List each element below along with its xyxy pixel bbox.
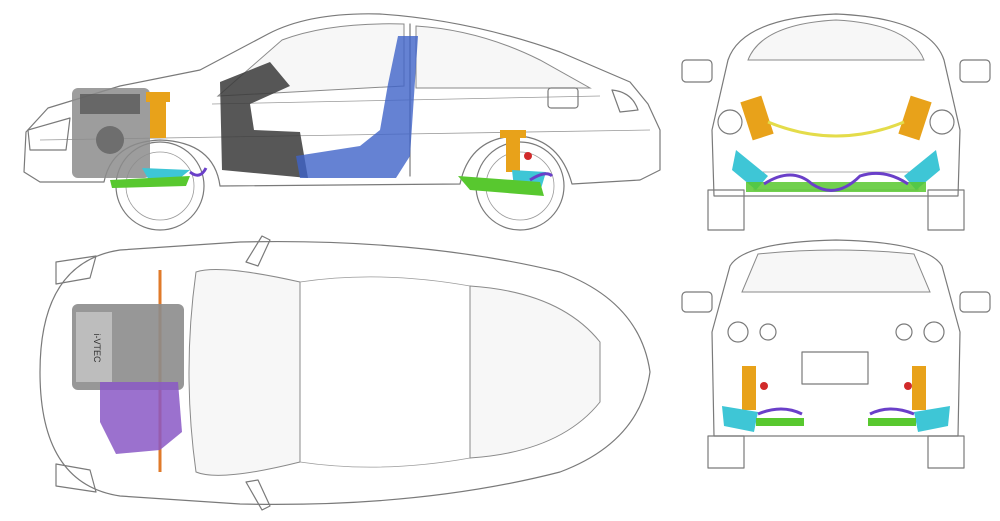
rear-suspension-icon <box>458 130 554 196</box>
engine-icon: i-VTEC <box>72 304 184 390</box>
car-top-view-icon: i-VTEC <box>39 235 651 511</box>
interior-panel <box>220 62 308 178</box>
side-view <box>0 0 672 232</box>
car-side-view-icon <box>23 13 661 231</box>
front-view <box>672 0 1000 236</box>
car-rear-view-icon <box>681 239 991 469</box>
front-suspension-icon <box>732 95 940 192</box>
transmission-icon <box>100 382 182 454</box>
rear-suspension-icon <box>722 366 950 432</box>
engine-badge: i-VTEC <box>92 334 102 364</box>
top-view: i-VTEC <box>0 232 672 521</box>
front-suspension-icon <box>110 92 208 188</box>
rear-view <box>672 236 1000 521</box>
seat-icon <box>296 36 418 178</box>
engine-icon <box>72 88 150 178</box>
car-front-view-icon <box>681 13 991 231</box>
